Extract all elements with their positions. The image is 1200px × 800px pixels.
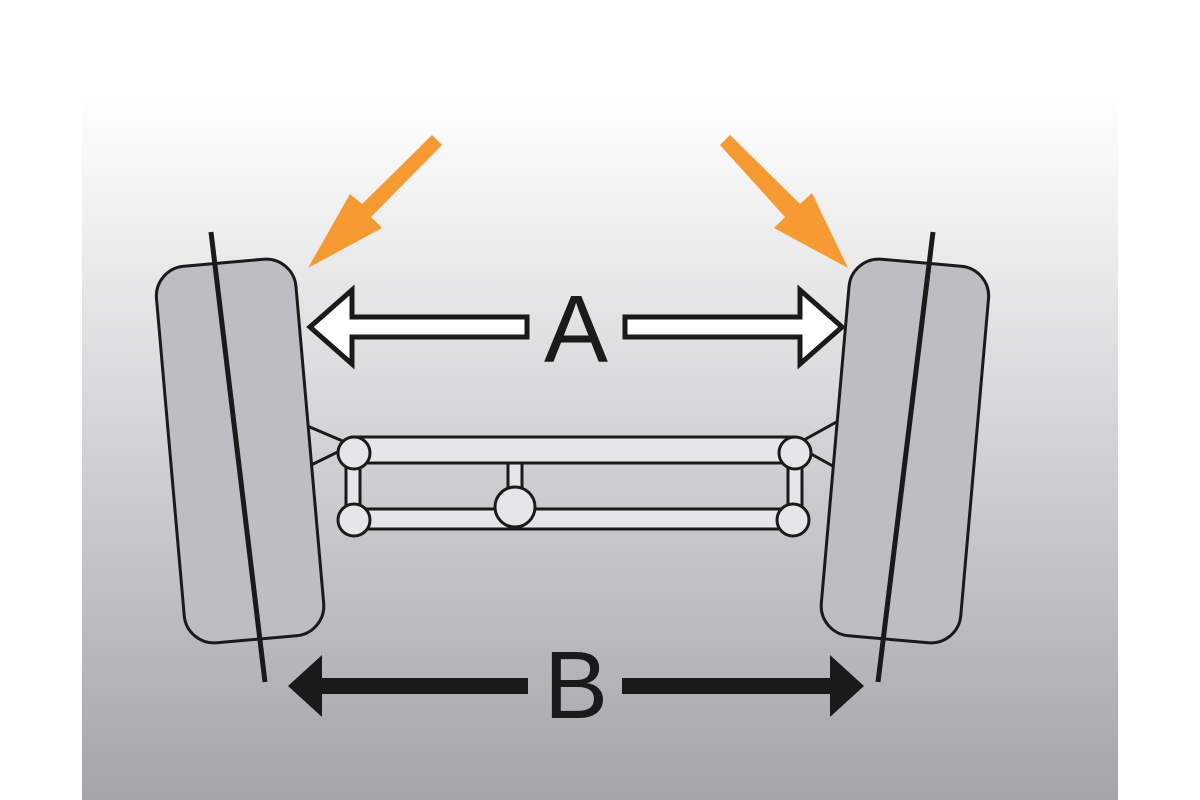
joint-center xyxy=(493,485,537,529)
joint-upper-right xyxy=(777,435,813,471)
dimension-a-arrow-icon xyxy=(306,284,846,370)
lower-tie-rod xyxy=(350,507,797,531)
left-callout-arrow-icon xyxy=(308,135,442,268)
axle-linkage xyxy=(304,418,841,538)
dimension-a-label: A xyxy=(544,276,608,383)
left-tire xyxy=(154,257,326,645)
dimension-b-arrow-icon xyxy=(288,655,864,717)
joint-lower-left xyxy=(336,502,372,538)
upper-tie-rod xyxy=(350,435,797,465)
left-camber-line xyxy=(208,231,268,683)
right-camber-line xyxy=(875,231,936,683)
dimension-b-arrow-right xyxy=(622,655,864,717)
right-callout-arrow-icon xyxy=(720,135,848,268)
joint-lower-right xyxy=(775,502,811,538)
dimension-b-arrow-left xyxy=(288,655,528,717)
dimension-a-arrow-left xyxy=(306,284,530,370)
dimension-a-arrow-right xyxy=(622,284,846,370)
joint-upper-left xyxy=(336,435,372,471)
dimension-b-label: B xyxy=(544,632,608,739)
